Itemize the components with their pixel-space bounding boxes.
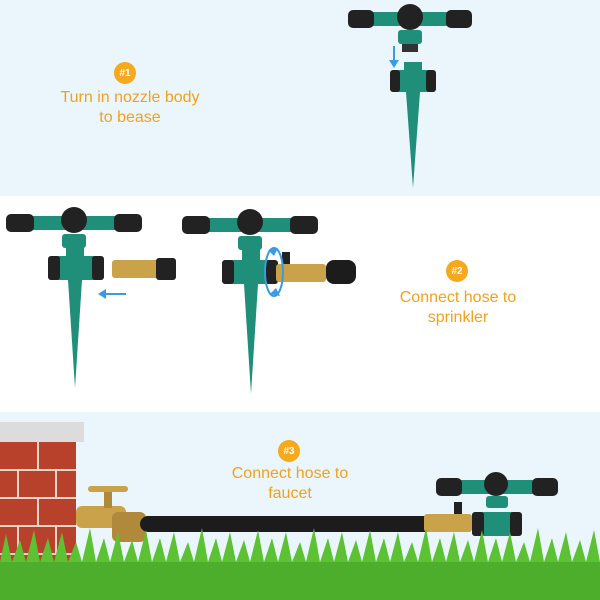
step-1-panel: #1 Turn in nozzle body to bease [0,0,600,196]
step-3-caption-line-2: faucet [268,485,312,502]
step-2-panel: #2 Connect hose to sprinkler [0,196,600,412]
step-1-badge: #1 [114,62,136,84]
step-2-caption-line-2: sprinkler [427,309,489,326]
rotate-arrow-icon [264,247,284,297]
step-3-caption-line-1: Connect hose to [231,465,349,482]
arrow-icon [389,46,399,68]
step-3-badge: #3 [278,440,300,462]
step-3-caption: Connect hose to faucet [200,464,380,504]
hose-icon [140,502,472,532]
faucet-icon [76,486,146,542]
sprinkler-icon [182,209,318,394]
hose-connector-icon [112,258,176,280]
step-3-illustration [0,422,600,600]
sprinkler-icon [6,207,142,388]
step-1-illustration [348,4,472,188]
sprinkler-icon [436,472,558,536]
step-2-caption-line-1: Connect hose to [399,289,517,306]
step-1-caption: Turn in nozzle body to bease [40,88,220,128]
step-1-caption-line-1: Turn in nozzle body [60,89,200,106]
step-2-badge: #2 [446,260,468,282]
step-1-caption-line-2: to bease [99,109,161,126]
step-3-panel: #3 Connect hose to faucet [0,412,600,600]
step-2-illustration [6,207,356,394]
arrow-icon [98,289,126,299]
sprinkler-head-icon [348,4,472,52]
grass-icon [0,528,600,600]
step-2-caption: Connect hose to sprinkler [370,288,546,328]
sprinkler-base-icon [390,62,436,188]
hose-connector-icon [276,252,356,284]
